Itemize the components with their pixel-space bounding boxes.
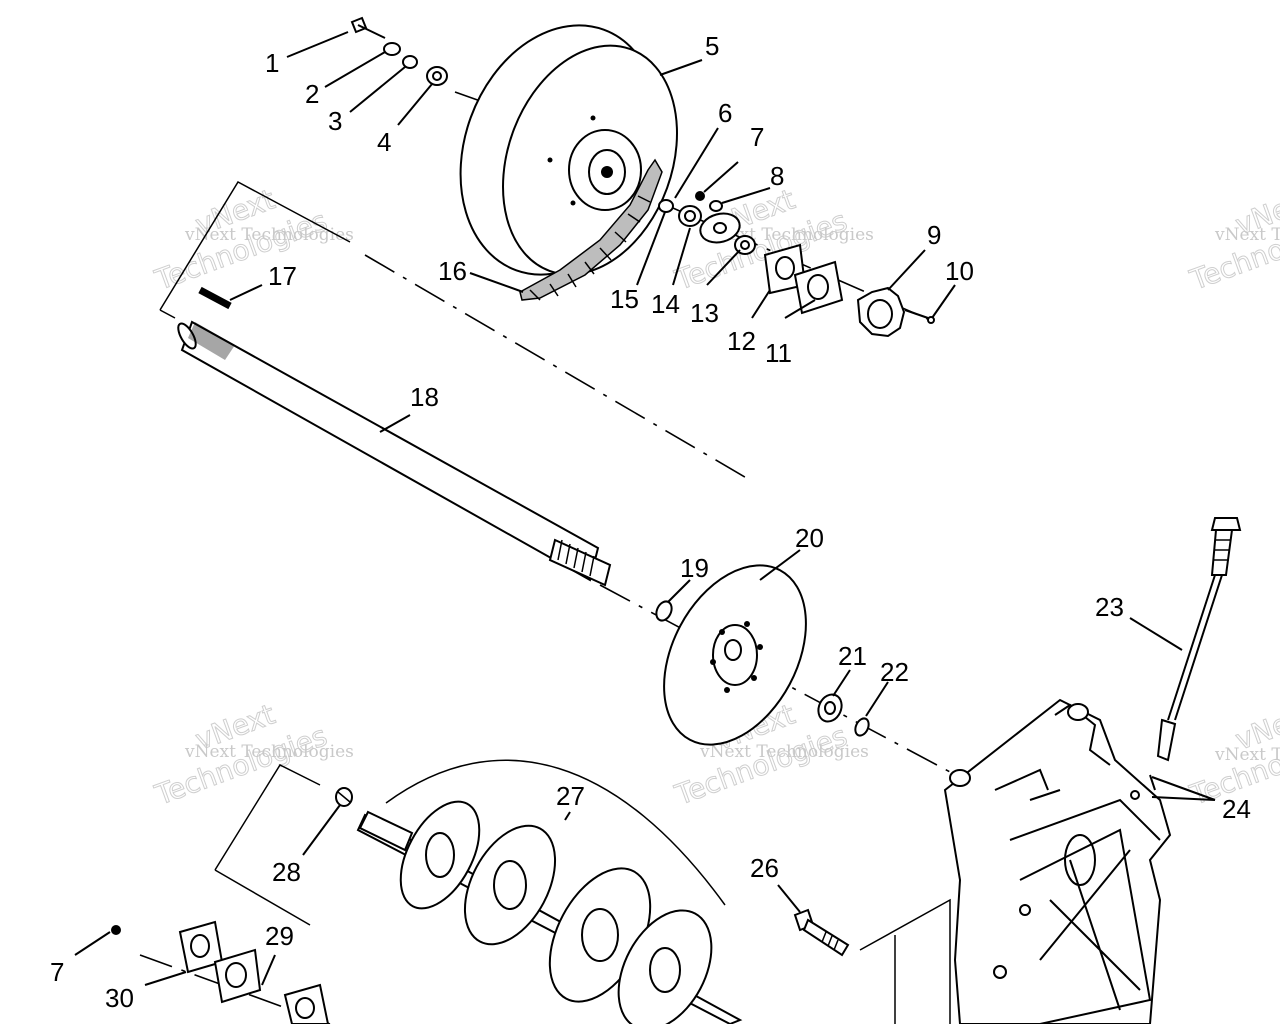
chaincase-housing — [943, 698, 1172, 1024]
svg-text:vNext Technologies: vNext Technologies — [1214, 225, 1280, 245]
part-5-pulley — [459, 24, 678, 276]
callout-21: 21 — [838, 641, 867, 671]
part-11-plate — [793, 260, 844, 315]
part-17-pin — [198, 286, 232, 310]
bracket-lower-right — [214, 869, 311, 926]
part-15-washer — [658, 199, 674, 213]
callout-10: 10 — [945, 256, 974, 286]
drive-sprocket-4 — [617, 909, 713, 1024]
callout-14: 14 — [651, 289, 680, 319]
watermark-top-left: vNext Technologies vNext Technologies — [150, 182, 354, 297]
bracket-shaft-long — [364, 254, 751, 481]
bracket-lower-right2 — [859, 898, 951, 1024]
bracket-lower-left — [214, 764, 321, 871]
callout-15: 15 — [610, 284, 639, 314]
callout-23: 23 — [1095, 592, 1124, 622]
callout-12: 12 — [727, 326, 756, 356]
callout-3: 3 — [328, 106, 342, 136]
bracket-shaft-left — [159, 309, 176, 319]
part-4-spacer — [426, 66, 448, 86]
part-3-lockwasher — [402, 55, 418, 69]
callout-4: 4 — [377, 127, 391, 157]
part-22-ring — [854, 717, 870, 737]
callout-labels: 1 2 3 4 5 6 7 8 9 10 11 12 13 14 15 16 1… — [50, 31, 1251, 1013]
svg-text:vNext Technologies: vNext Technologies — [1214, 745, 1280, 765]
callout-6: 6 — [718, 98, 732, 128]
watermark-top-right: vNext Technologies vNext Technologies — [1185, 182, 1280, 297]
part-28-plug — [335, 787, 353, 807]
drive-sprocket-1 — [399, 800, 481, 910]
callout-16: 16 — [438, 256, 467, 286]
axis-line-lower — [139, 954, 331, 1024]
watermark-bottom-left: vNext Technologies vNext Technologies — [150, 697, 354, 812]
part-8-washer — [709, 200, 723, 212]
part-23-dipstick — [1156, 517, 1242, 762]
part-26-bolt — [793, 908, 850, 957]
svg-text:vNext Technologies: vNext Technologies — [184, 742, 354, 762]
callout-26: 26 — [750, 853, 779, 883]
part-21-bearing — [817, 693, 843, 723]
part-13b-bearing — [734, 235, 756, 255]
svg-text:vNext Technologies: vNext Technologies — [699, 742, 869, 762]
part-1-bolt — [350, 16, 386, 39]
callout-28: 28 — [272, 857, 301, 887]
callout-7b: 7 — [50, 957, 64, 987]
part-31-flange — [283, 983, 330, 1024]
callout-13: 13 — [690, 298, 719, 328]
callout-1: 1 — [265, 48, 279, 78]
callout-8: 8 — [770, 161, 784, 191]
part-9-sprocket-hub — [856, 286, 906, 338]
part-7b-nut — [111, 925, 121, 935]
part-18-shaft — [177, 320, 612, 587]
callout-22: 22 — [880, 657, 909, 687]
callout-2: 2 — [305, 79, 319, 109]
svg-text:vNext Technologies: vNext Technologies — [184, 225, 354, 245]
callout-27: 27 — [556, 781, 585, 811]
callout-17: 17 — [268, 261, 297, 291]
part-13-flange — [699, 212, 741, 244]
leader-lines — [74, 31, 1216, 986]
callout-29: 29 — [265, 921, 294, 951]
bracket-shaft-top — [159, 181, 351, 311]
part-7-nut — [695, 191, 705, 201]
callout-20: 20 — [795, 523, 824, 553]
drive-sprocket-2 — [463, 824, 557, 946]
callout-24: 24 — [1222, 794, 1251, 824]
part-19-ring — [655, 600, 673, 622]
callout-18: 18 — [410, 382, 439, 412]
callout-7: 7 — [750, 122, 764, 152]
part-27-drive-shaft — [356, 759, 743, 1024]
callout-9: 9 — [927, 220, 941, 250]
part-12-plate — [763, 243, 807, 295]
part-20-brake-disc — [663, 564, 807, 746]
callout-5: 5 — [705, 31, 719, 61]
callout-11: 11 — [765, 338, 792, 368]
part-10-screw — [904, 309, 935, 324]
callout-19: 19 — [680, 553, 709, 583]
part-2-washer — [383, 42, 401, 56]
callout-30: 30 — [105, 983, 134, 1013]
part-14-bearing — [678, 205, 702, 227]
part-16-chain — [519, 158, 663, 301]
part-29-gasket — [213, 948, 262, 1004]
